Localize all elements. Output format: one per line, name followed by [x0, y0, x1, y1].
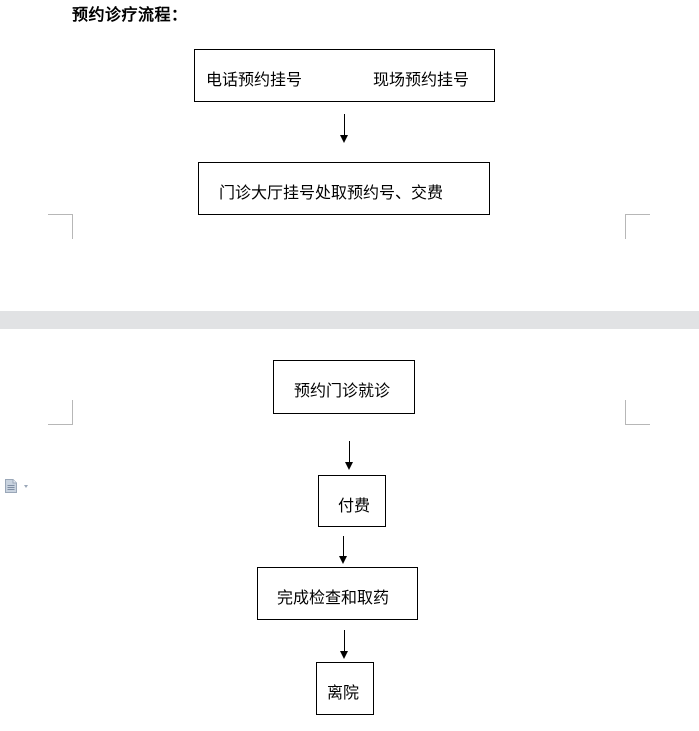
document-page-1	[0, 0, 699, 311]
crop-mark	[625, 214, 650, 239]
crop-mark	[48, 214, 73, 239]
flow-arrow	[340, 114, 349, 143]
flow-label-onsite-booking: 现场预约挂号	[373, 70, 470, 89]
flow-box-registration: 电话预约挂号 现场预约挂号	[194, 49, 495, 102]
flow-label-payment: 付费	[338, 496, 371, 515]
page-separator	[0, 311, 699, 329]
flow-box-payment: 付费	[318, 475, 386, 527]
flow-arrow	[345, 441, 354, 470]
flow-arrow	[340, 630, 349, 659]
crop-mark	[625, 400, 650, 425]
flow-box-exam-pharmacy: 完成检查和取药	[257, 567, 418, 620]
crop-mark	[48, 400, 73, 425]
flow-label-phone-booking: 电话预约挂号	[206, 70, 303, 89]
flow-label-outpatient-visit: 预约门诊就诊	[294, 381, 391, 400]
chevron-down-icon[interactable]	[24, 485, 28, 488]
document-icon[interactable]	[5, 478, 17, 493]
flow-label-hall-registration: 门诊大厅挂号处取预约号、交费	[219, 183, 444, 202]
flow-label-exam-pharmacy: 完成检查和取药	[277, 588, 390, 607]
flow-box-discharge: 离院	[316, 662, 374, 715]
document-page-2	[0, 329, 699, 731]
flow-box-hall-registration: 门诊大厅挂号处取预约号、交费	[198, 162, 490, 215]
flow-box-outpatient-visit: 预约门诊就诊	[273, 360, 415, 414]
document-heading: 预约诊疗流程：	[72, 5, 188, 24]
flow-label-discharge: 离院	[327, 683, 360, 702]
flow-arrow	[339, 536, 348, 564]
